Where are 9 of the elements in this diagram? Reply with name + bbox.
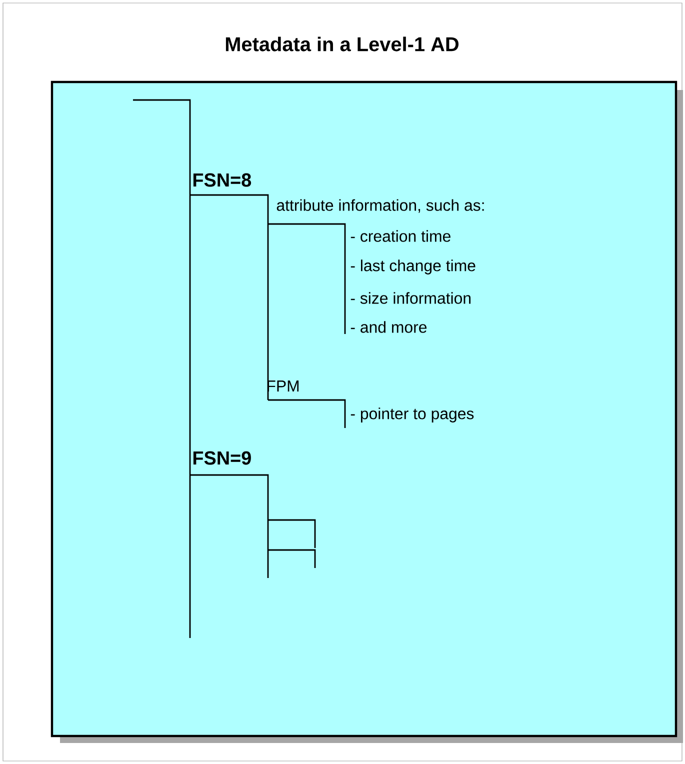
heading-label: FSN=9 [193,451,251,465]
item-label: - last change time [350,260,476,274]
item-label: attribute information, such as: [276,199,484,213]
item-label: - size information [350,292,470,304]
title: Metadata in a Level-1 AD [226,36,458,52]
heading-label: FSN=8 [193,173,252,187]
item-label: - pointer to pages [350,408,474,422]
item-label: - creation time [350,230,450,242]
item-label: - and more [350,321,427,333]
